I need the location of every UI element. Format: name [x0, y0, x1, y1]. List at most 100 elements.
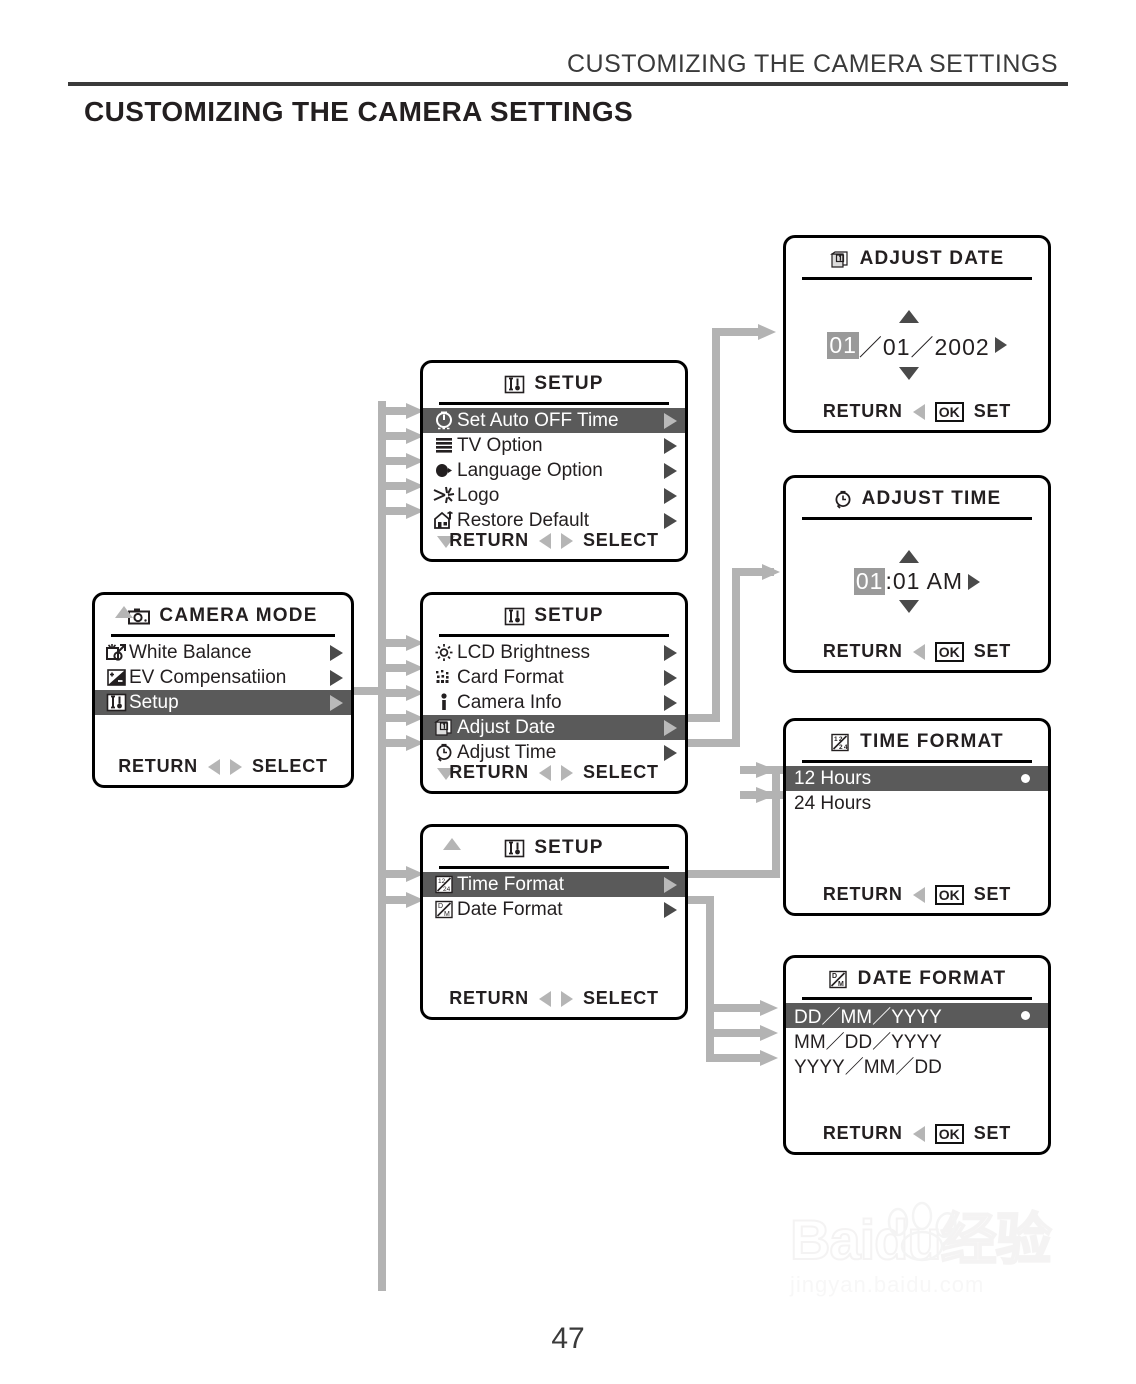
title-divider: [802, 760, 1032, 763]
left-arrow-icon[interactable]: [912, 643, 925, 660]
left-arrow-icon[interactable]: [208, 758, 220, 775]
panel-footer-adjust-date: RETURN OK SET: [786, 401, 1048, 422]
ok-badge[interactable]: OK: [934, 884, 964, 905]
menu-item-label: Language Option: [457, 459, 603, 481]
option-label: MM／DD／YYYY: [794, 1032, 942, 1053]
menu-item-label: Adjust Date: [457, 716, 556, 738]
scroll-up-indicator: [443, 838, 461, 850]
return-label[interactable]: RETURN: [118, 756, 198, 776]
title-divider: [439, 402, 669, 405]
menu-item-logo[interactable]: Logo: [423, 483, 685, 508]
chevron-right-icon: [664, 694, 677, 711]
ok-badge[interactable]: OK: [934, 641, 964, 662]
set-label[interactable]: SET: [973, 641, 1012, 661]
menu-item-date-format[interactable]: D M Date Format: [423, 897, 685, 922]
time-hour-value[interactable]: 01: [853, 568, 886, 595]
return-label[interactable]: RETURN: [822, 1123, 903, 1143]
left-arrow-icon[interactable]: [539, 532, 551, 549]
next-field-arrow-icon[interactable]: [994, 337, 1007, 353]
left-arrow-icon[interactable]: [539, 990, 551, 1007]
baidu-logo-text: Baidu: [789, 1208, 943, 1271]
up-arrow-icon[interactable]: [899, 310, 919, 323]
left-arrow-icon[interactable]: [912, 403, 925, 420]
panel-setup-page-2: SETUP LCD Brightness: [420, 592, 688, 794]
date-format-icon: D M: [828, 970, 849, 989]
panel-footer-adjust-time: RETURN OK SET: [786, 641, 1048, 662]
menu-item-white-balance[interactable]: White Balance: [95, 640, 351, 665]
set-label[interactable]: SET: [973, 401, 1012, 421]
restore-default-icon: [431, 511, 457, 530]
menu-item-lcd-brightness[interactable]: LCD Brightness: [423, 640, 685, 665]
panel-title-text: SETUP: [534, 605, 604, 626]
date-day-value[interactable]: 01: [827, 331, 859, 359]
ev-compensation-icon: [103, 668, 129, 687]
option-24-hours[interactable]: 24 Hours: [786, 791, 1048, 816]
select-label[interactable]: SELECT: [583, 530, 659, 550]
return-label[interactable]: RETURN: [822, 641, 903, 661]
left-arrow-icon[interactable]: [912, 1125, 925, 1142]
chevron-right-icon: [664, 462, 677, 479]
down-arrow-icon[interactable]: [899, 600, 919, 613]
panel-title-text: ADJUST TIME: [861, 488, 1002, 509]
page-number: 47: [551, 1322, 585, 1355]
chevron-right-icon: [664, 644, 677, 661]
ok-badge[interactable]: OK: [934, 1123, 964, 1144]
camera-mode-items: White Balance EV Compensatiion: [95, 640, 351, 715]
left-arrow-icon[interactable]: [912, 886, 925, 903]
menu-item-label: Camera Info: [457, 691, 562, 713]
menu-item-camera-info[interactable]: Camera Info: [423, 690, 685, 715]
option-12-hours[interactable]: 12 Hours: [786, 766, 1048, 791]
menu-item-set-auto-off-time[interactable]: Set Auto OFF Time: [423, 408, 685, 433]
panel-adjust-date: ADJUST DATE 01 ／01／2002 RETURN OK SET: [783, 235, 1051, 433]
return-label[interactable]: RETURN: [449, 988, 529, 1008]
menu-item-tv-option[interactable]: TV Option: [423, 433, 685, 458]
right-arrow-icon[interactable]: [561, 990, 573, 1007]
panel-title-text: SETUP: [534, 373, 604, 394]
panel-title-adjust-time: ADJUST TIME: [786, 482, 1048, 516]
option-mm-dd-yyyy[interactable]: MM／DD／YYYY: [786, 1028, 1048, 1053]
left-arrow-icon[interactable]: [539, 764, 551, 781]
menu-item-adjust-time[interactable]: Adjust Time: [423, 740, 685, 765]
panel-title-setup-1: SETUP: [423, 367, 685, 401]
menu-item-setup[interactable]: Setup: [95, 690, 351, 715]
panel-date-format: D M DATE FORMAT DD／MM／YYYY MM／DD／YYYY YY…: [783, 955, 1051, 1155]
ok-badge[interactable]: OK: [934, 401, 964, 422]
chevron-right-icon: [330, 644, 343, 661]
set-label[interactable]: SET: [973, 1123, 1012, 1143]
panel-title-adjust-date: ADJUST DATE: [786, 242, 1048, 276]
select-label[interactable]: SELECT: [583, 988, 659, 1008]
select-label[interactable]: SELECT: [252, 756, 328, 776]
down-arrow-icon[interactable]: [899, 367, 919, 380]
return-label[interactable]: RETURN: [449, 762, 529, 782]
menu-item-time-format[interactable]: 12 24 Time Format: [423, 872, 685, 897]
setup-2-items: LCD Brightness: [423, 640, 685, 765]
scroll-up-indicator: [115, 606, 133, 618]
svg-text:M: M: [838, 981, 845, 988]
date-value-stepper[interactable]: 01 ／01／2002: [786, 310, 1048, 380]
option-dd-mm-yyyy[interactable]: DD／MM／YYYY: [786, 1003, 1048, 1028]
menu-item-language-option[interactable]: Language Option: [423, 458, 685, 483]
return-label[interactable]: RETURN: [822, 401, 903, 421]
title-divider: [802, 997, 1032, 1000]
option-yyyy-mm-dd[interactable]: YYYY／MM／DD: [786, 1053, 1048, 1078]
menu-item-ev-compensation[interactable]: EV Compensatiion: [95, 665, 351, 690]
panel-title-time-format: 12 24 TIME FORMAT: [786, 725, 1048, 759]
menu-item-label: Adjust Time: [457, 741, 557, 763]
next-field-arrow-icon[interactable]: [968, 573, 981, 590]
info-icon: [431, 693, 457, 712]
right-arrow-icon[interactable]: [561, 532, 573, 549]
time-value-stepper[interactable]: 01 :01 AM: [786, 550, 1048, 613]
header-rule: [68, 82, 1068, 86]
setup-tools-icon: [504, 375, 525, 394]
menu-item-adjust-date[interactable]: Adjust Date: [423, 715, 685, 740]
select-label[interactable]: SELECT: [583, 762, 659, 782]
return-label[interactable]: RETURN: [449, 530, 529, 550]
return-label[interactable]: RETURN: [822, 884, 903, 904]
right-arrow-icon[interactable]: [230, 758, 242, 775]
set-label[interactable]: SET: [973, 884, 1012, 904]
menu-item-restore-default[interactable]: Restore Default: [423, 508, 685, 533]
right-arrow-icon[interactable]: [561, 764, 573, 781]
option-label: 24 Hours: [794, 792, 872, 814]
menu-item-card-format[interactable]: Card Format: [423, 665, 685, 690]
up-arrow-icon[interactable]: [899, 550, 919, 563]
